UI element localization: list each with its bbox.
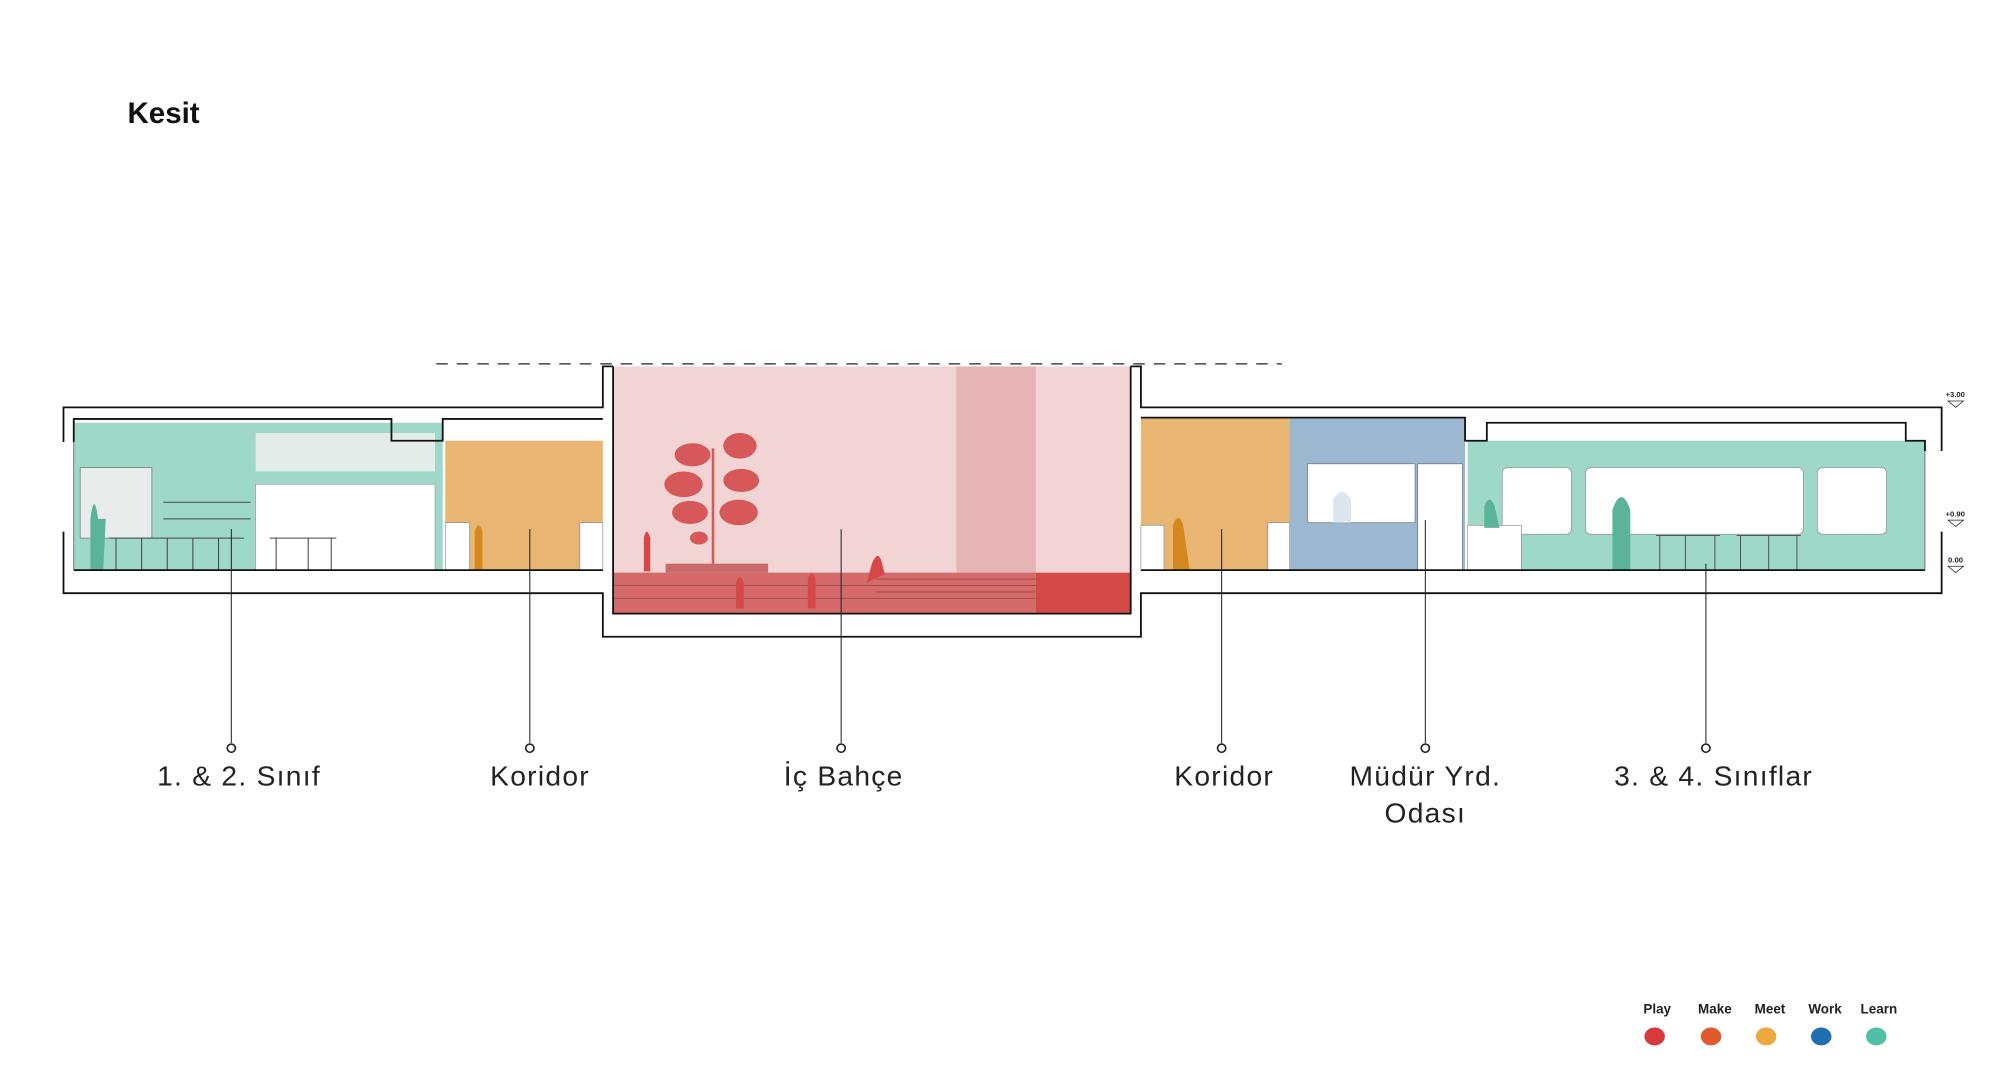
svg-text:0.00: 0.00: [1948, 555, 1963, 564]
legend-dot-work: [1810, 1027, 1832, 1046]
leader-lines: [226, 520, 1711, 754]
svg-text:+3.00: +3.00: [1945, 390, 1964, 399]
classroom-1-2: [73, 422, 443, 571]
legend-dot-meet: [1755, 1027, 1777, 1046]
classrooms-3-4: [1467, 440, 1925, 571]
label-corridor-right: Koridor: [1174, 759, 1274, 791]
svg-text:+0.90: +0.90: [1945, 509, 1964, 518]
vice-principal-office: [1289, 417, 1466, 571]
building-outline: [62, 365, 1943, 638]
label-courtyard: İç Bahçe: [784, 759, 904, 791]
legend-label-play: Play: [1643, 1001, 1671, 1016]
label-corridor-left: Koridor: [490, 759, 590, 791]
person-silhouette: [90, 504, 106, 571]
legend-label-meet: Meet: [1755, 1001, 1786, 1016]
legend-label-learn: Learn: [1861, 1001, 1898, 1016]
legend-label-make: Make: [1698, 1001, 1732, 1016]
page-title: Kesit: [128, 97, 200, 130]
legend-dot-make: [1700, 1027, 1722, 1046]
legend-dot-learn: [1866, 1027, 1887, 1046]
level-markers: +3.00 +0.90 0.00: [1945, 390, 1965, 574]
legend-dot-play: [1644, 1027, 1665, 1046]
corridor-left: [444, 440, 604, 571]
label-classrooms-3-4: 3. & 4. Sınıflar: [1614, 759, 1813, 791]
label-office-line1: Müdür Yrd.: [1350, 759, 1502, 791]
label-classroom-1-2: 1. & 2. Sınıf: [157, 759, 321, 791]
corridor-right: [1140, 417, 1290, 571]
label-office-line2: Odası: [1385, 796, 1467, 828]
inner-courtyard: [613, 366, 1131, 614]
legend-label-work: Work: [1808, 1001, 1842, 1016]
tree-illustration: [664, 433, 760, 564]
legend: Play Make Meet Work Learn: [1643, 1001, 1898, 1046]
